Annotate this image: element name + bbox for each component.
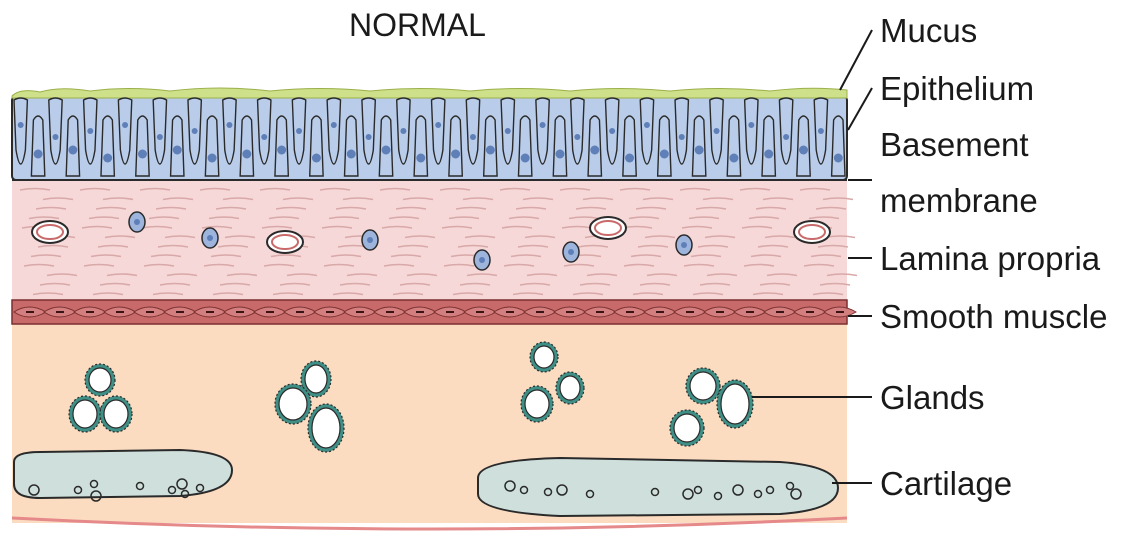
label-mucus: Mucus: [880, 12, 977, 49]
epithelial-cell: [553, 116, 566, 176]
cell-nucleus: [18, 122, 24, 128]
cell-nucleus: [799, 146, 808, 155]
gland-lumen: [721, 384, 749, 424]
epithelial-cell: [449, 116, 462, 176]
cell-nucleus: [505, 128, 511, 134]
gland-lumen: [560, 376, 580, 400]
cell-nucleus: [87, 128, 93, 134]
cell-nucleus: [122, 122, 128, 128]
diagram-title: NORMAL: [349, 7, 486, 43]
label-lamina-propria: Lamina propria: [880, 240, 1101, 277]
cell-nucleus: [312, 154, 321, 163]
cell-nucleus: [366, 134, 372, 140]
lymphocyte-nucleus: [568, 249, 574, 255]
mucus-layer: [12, 88, 847, 98]
epithelial-cell: [136, 116, 149, 176]
epithelial-cell: [727, 116, 740, 176]
cell-nucleus: [451, 150, 460, 159]
gland-lumen: [279, 388, 307, 420]
lymphocyte-nucleus: [681, 242, 687, 248]
epithelium-leader: [848, 88, 872, 130]
cell-nucleus: [660, 150, 669, 159]
epithelial-cell: [205, 116, 218, 176]
label-epithelium: Epithelium: [880, 70, 1034, 107]
gland-lumen: [525, 390, 549, 418]
label-basement-line2: membrane: [880, 182, 1038, 219]
label-cartilage: Cartilage: [880, 465, 1012, 502]
cartilage-right: [478, 458, 838, 516]
mucus-leader: [840, 30, 872, 90]
gland-lumen: [312, 408, 340, 448]
cell-nucleus: [173, 146, 182, 155]
cell-nucleus: [625, 154, 634, 163]
cell-nucleus: [242, 150, 251, 159]
gland-lumen: [89, 368, 111, 392]
gland-lumen: [305, 365, 327, 393]
epithelial-cell: [101, 116, 114, 176]
cell-nucleus: [226, 122, 232, 128]
cell-nucleus: [486, 146, 495, 155]
cell-nucleus: [296, 128, 302, 134]
cell-nucleus: [540, 122, 546, 128]
cell-nucleus: [68, 146, 77, 155]
epithelial-cell: [623, 116, 636, 176]
gland-lumen: [690, 372, 716, 400]
cell-nucleus: [261, 134, 267, 140]
cell-nucleus: [714, 128, 720, 134]
cell-nucleus: [400, 128, 406, 134]
cell-nucleus: [157, 134, 163, 140]
cell-nucleus: [34, 150, 43, 159]
gland-lumen: [534, 346, 554, 368]
cell-nucleus: [192, 128, 198, 134]
cell-nucleus: [277, 146, 286, 155]
cell-nucleus: [103, 154, 112, 163]
lymphocyte-nucleus: [479, 257, 485, 263]
epithelial-cell: [31, 116, 44, 176]
epithelial-cell: [414, 116, 427, 176]
cell-nucleus: [695, 146, 704, 155]
cell-nucleus: [783, 134, 789, 140]
lymphocyte-nucleus: [134, 219, 140, 225]
cell-nucleus: [347, 150, 356, 159]
epithelial-cell: [518, 116, 531, 176]
cell-nucleus: [764, 150, 773, 159]
cell-nucleus: [52, 134, 58, 140]
gland-lumen: [104, 400, 128, 428]
cell-nucleus: [435, 122, 441, 128]
label-basement-line1: Basement: [880, 126, 1029, 163]
cell-nucleus: [555, 150, 564, 159]
gland-lumen: [73, 400, 97, 428]
label-glands: Glands: [880, 379, 985, 416]
gland-lumen: [674, 414, 700, 442]
cell-nucleus: [138, 150, 147, 159]
cell-nucleus: [644, 122, 650, 128]
lymphocyte-nucleus: [207, 235, 213, 241]
label-smooth-muscle: Smooth muscle: [880, 298, 1107, 335]
epithelial-cell: [658, 116, 671, 176]
cell-nucleus: [834, 154, 843, 163]
epithelial-cell: [345, 116, 358, 176]
cell-nucleus: [609, 128, 615, 134]
epithelial-cell: [832, 116, 845, 176]
cell-nucleus: [590, 146, 599, 155]
cell-nucleus: [470, 134, 476, 140]
epithelial-cell: [310, 116, 323, 176]
cell-nucleus: [818, 128, 824, 134]
cell-nucleus: [382, 146, 391, 155]
lymphocyte-nucleus: [367, 237, 373, 243]
epithelial-cell: [240, 116, 253, 176]
epithelial-cell: [762, 116, 775, 176]
cell-nucleus: [208, 154, 217, 163]
cell-nucleus: [729, 154, 738, 163]
cell-nucleus: [574, 134, 580, 140]
cell-nucleus: [416, 154, 425, 163]
cell-nucleus: [679, 134, 685, 140]
cell-nucleus: [331, 122, 337, 128]
cell-nucleus: [521, 154, 530, 163]
cell-nucleus: [748, 122, 754, 128]
